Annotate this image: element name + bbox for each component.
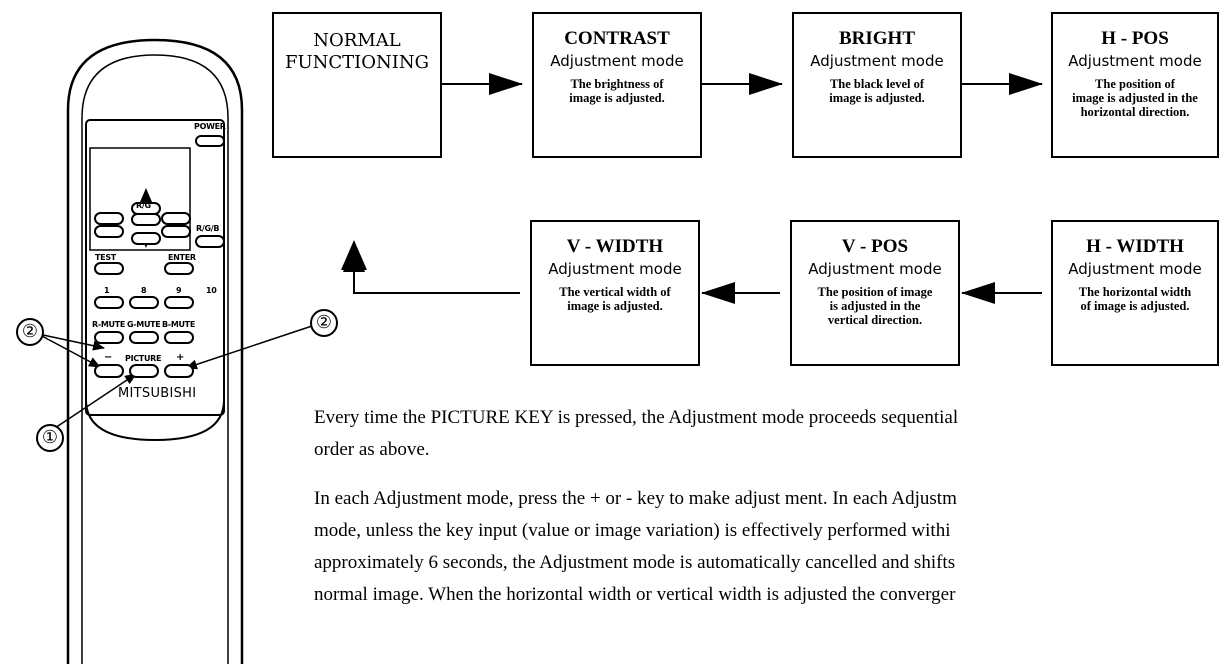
- gmute-label: G-MUTE: [127, 320, 161, 329]
- vpos-desc2: is adjusted in the: [829, 299, 921, 313]
- callout-two-right: ②: [310, 309, 338, 337]
- right-key[interactable]: [161, 212, 191, 225]
- num9-label: 9: [176, 286, 182, 295]
- hpos-title: H - POS: [1101, 28, 1169, 49]
- box-vpos: V - POS Adjustment mode The position of …: [790, 220, 960, 366]
- callout-two-left: ②: [16, 318, 44, 346]
- normal-line1: NORMAL: [313, 30, 401, 51]
- vpos-desc3: vertical direction.: [827, 313, 923, 327]
- down-key[interactable]: [131, 232, 161, 245]
- bright-title: BRIGHT: [838, 28, 916, 49]
- num8-label: 8: [141, 286, 147, 295]
- box-hpos: H - POS Adjustment mode The position of …: [1051, 12, 1219, 158]
- plus-key[interactable]: [164, 364, 194, 378]
- test-label: TEST: [95, 253, 116, 262]
- plus-label: +: [176, 352, 185, 363]
- vpos-title: V - POS: [841, 236, 909, 257]
- hwidth-desc1: The horizontal width: [1078, 285, 1192, 299]
- center-key[interactable]: [131, 213, 161, 226]
- body-line-4: mode, unless the key input (value or ima…: [314, 520, 951, 541]
- num9-key[interactable]: [164, 296, 194, 309]
- bmute-key[interactable]: [164, 331, 194, 344]
- rmute-label: R-MUTE: [92, 320, 126, 329]
- vpos-desc1: The position of image: [817, 285, 933, 299]
- bright-desc1: The black level of: [829, 77, 925, 91]
- test-key[interactable]: [94, 262, 124, 275]
- num1-label: 1: [104, 286, 110, 295]
- bright-desc2: image is adjusted.: [829, 91, 925, 105]
- box-vwidth: V - WIDTH Adjustment mode The vertical w…: [530, 220, 700, 366]
- contrast-desc2: image is adjusted.: [569, 91, 665, 105]
- normal-line2: FUNCTIONING: [284, 52, 430, 73]
- vwidth-desc2: image is adjusted.: [567, 299, 663, 313]
- left-key-lower[interactable]: [94, 225, 124, 238]
- enter-label: ENTER: [168, 253, 196, 262]
- box-bright: BRIGHT Adjustment mode The black level o…: [792, 12, 962, 158]
- box-hwidth: H - WIDTH Adjustment mode The horizontal…: [1051, 220, 1219, 366]
- picture-label: PICTURE: [125, 354, 162, 363]
- up-arrow-icon: [140, 188, 152, 202]
- hwidth-desc2: of image is adjusted.: [1080, 299, 1190, 313]
- callout-line-minus: [39, 334, 101, 368]
- center-key-label: R/G: [136, 201, 151, 210]
- callout-one: ①: [36, 424, 64, 452]
- enter-key[interactable]: [164, 262, 194, 275]
- num10-label: 10: [206, 286, 217, 295]
- num8-key[interactable]: [129, 296, 159, 309]
- box-contrast: CONTRAST Adjustment mode The brightness …: [532, 12, 702, 158]
- right-key-lower[interactable]: [161, 225, 191, 238]
- num1-key[interactable]: [94, 296, 124, 309]
- brand-logo: MITSUBISHI: [118, 386, 197, 401]
- arrow-return-head: [341, 240, 367, 270]
- bmute-label: B-MUTE: [162, 320, 195, 329]
- rmute-key[interactable]: [94, 331, 124, 344]
- picture-key[interactable]: [129, 364, 159, 378]
- vwidth-desc1: The vertical width of: [559, 285, 671, 299]
- body-line-3: In each Adjustment mode, press the + or …: [314, 488, 957, 509]
- box-normal-functioning: NORMAL FUNCTIONING: [272, 12, 442, 158]
- body-line-1: Every time the PICTURE KEY is pressed, t…: [314, 407, 959, 428]
- contrast-title: CONTRAST: [564, 28, 670, 49]
- body-line-5: approximately 6 seconds, the Adjustment …: [314, 552, 956, 573]
- contrast-mode: Adjustment mode: [550, 52, 684, 70]
- hpos-mode: Adjustment mode: [1068, 52, 1202, 70]
- vpos-mode: Adjustment mode: [808, 260, 942, 278]
- power-label: POWER: [194, 122, 226, 131]
- hwidth-mode: Adjustment mode: [1068, 260, 1202, 278]
- left-key[interactable]: [94, 212, 124, 225]
- body-line-2: order as above.: [314, 439, 430, 460]
- hwidth-title: H - WIDTH: [1086, 236, 1184, 257]
- hpos-desc3: horizontal direction.: [1080, 105, 1190, 119]
- vwidth-mode: Adjustment mode: [548, 260, 682, 278]
- vwidth-title: V - WIDTH: [566, 236, 664, 257]
- rgb-select-label: R/G/B: [196, 224, 220, 233]
- minus-label: −: [104, 352, 113, 363]
- contrast-desc1: The brightness of: [570, 77, 664, 91]
- body-line-6: normal image. When the horizontal width …: [314, 584, 956, 605]
- bright-mode: Adjustment mode: [810, 52, 944, 70]
- callout-line-plus: [185, 325, 313, 370]
- rgb-select-key[interactable]: [195, 235, 225, 248]
- hpos-desc2: image is adjusted in the: [1072, 91, 1198, 105]
- gmute-key[interactable]: [129, 331, 159, 344]
- minus-key[interactable]: [94, 364, 124, 378]
- power-key[interactable]: [195, 135, 225, 147]
- hpos-desc1: The position of: [1095, 77, 1175, 91]
- callout-line-picture: [51, 373, 137, 431]
